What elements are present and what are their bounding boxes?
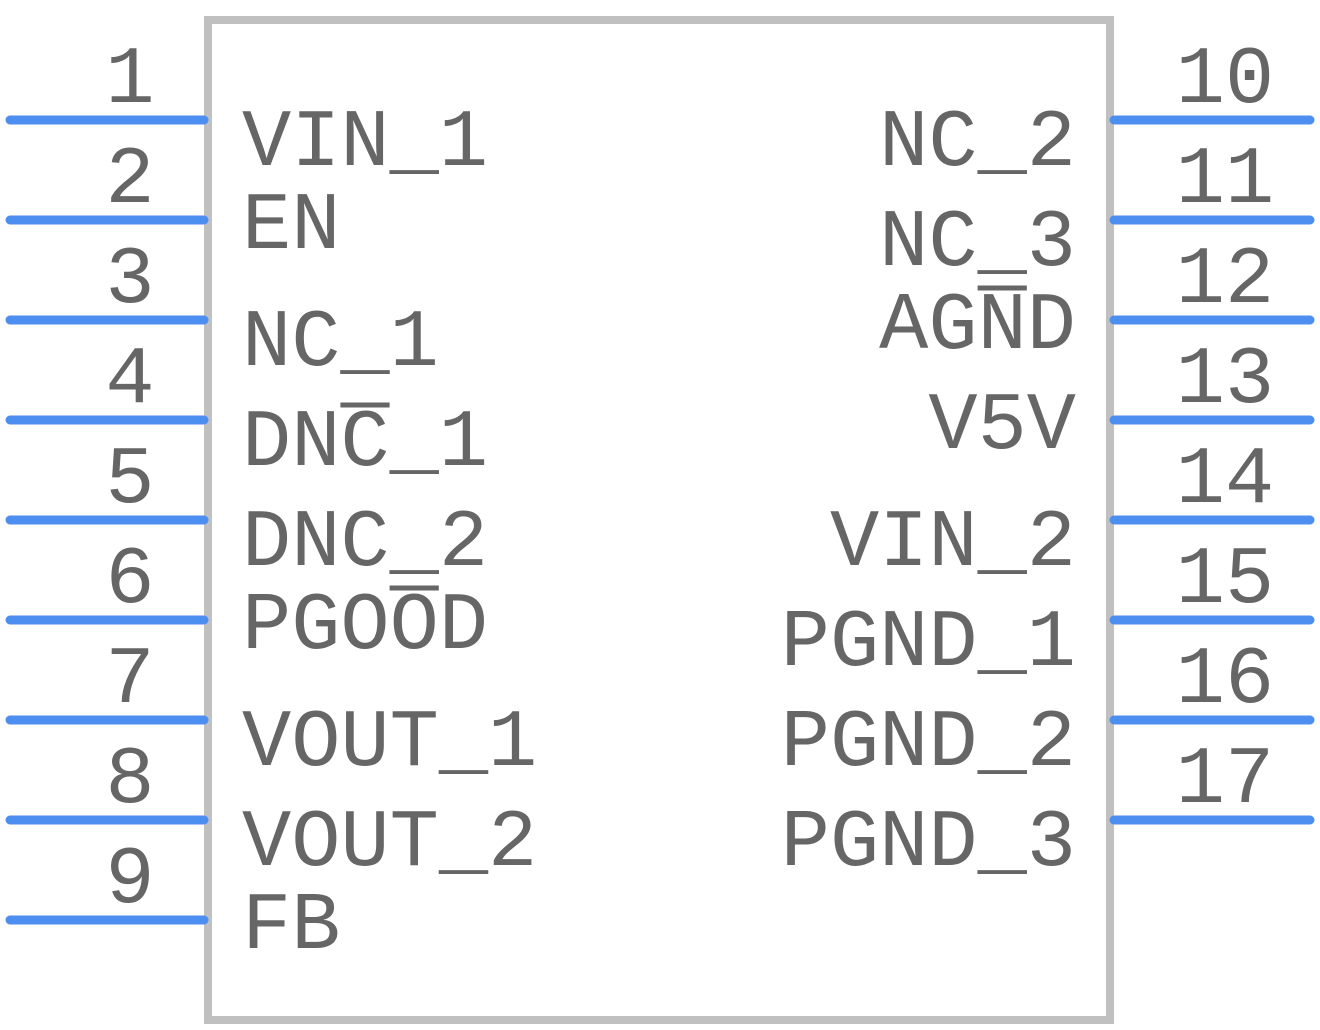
component-body: [204, 16, 1114, 1024]
pin-name-label: DNC_2: [242, 497, 488, 590]
pin-number-label: 4: [105, 334, 154, 427]
pin-name-label: VIN_2: [830, 497, 1076, 590]
pin-name-label: PGOOD: [242, 580, 488, 673]
pin-number-label: 14: [1176, 434, 1274, 527]
pin-name-label: PGND_2: [781, 697, 1076, 790]
pin-name-label: FB: [242, 880, 340, 973]
pin-name-label: AGND: [879, 280, 1076, 373]
pin-number-label: 3: [105, 234, 154, 327]
pin-name-label: NC_3: [879, 197, 1076, 290]
pin-number-label: 17: [1176, 734, 1274, 827]
pin-name-label: EN: [242, 180, 340, 273]
pin-number-label: 12: [1176, 234, 1274, 327]
pin-name-label: DNC_1: [242, 397, 488, 490]
pin-number-label: 1: [105, 34, 154, 127]
pin-name-label: PGND_3: [781, 797, 1076, 890]
pin-number-label: 2: [105, 134, 154, 227]
pin-name-label: VIN_1: [242, 97, 488, 190]
pin-number-label: 6: [105, 534, 154, 627]
pin-name-label: NC_1: [242, 297, 439, 390]
pin-number-label: 11: [1176, 134, 1274, 227]
pin-name-label: VOUT_1: [242, 697, 537, 790]
pin-number-label: 13: [1176, 334, 1274, 427]
pin-number-label: 5: [105, 434, 154, 527]
pin-name-label: PGND_1: [781, 597, 1076, 690]
pin-number-label: 7: [105, 634, 154, 727]
pin-name-label: VOUT_2: [242, 797, 537, 890]
pin-number-label: 15: [1176, 534, 1274, 627]
pin-name-label: NC_2: [879, 97, 1076, 190]
pin-number-label: 9: [105, 834, 154, 927]
pin-number-label: 16: [1176, 634, 1274, 727]
pin-number-label: 10: [1176, 34, 1274, 127]
pin-name-label: V5V: [928, 380, 1076, 473]
pin-number-label: 8: [105, 734, 154, 827]
